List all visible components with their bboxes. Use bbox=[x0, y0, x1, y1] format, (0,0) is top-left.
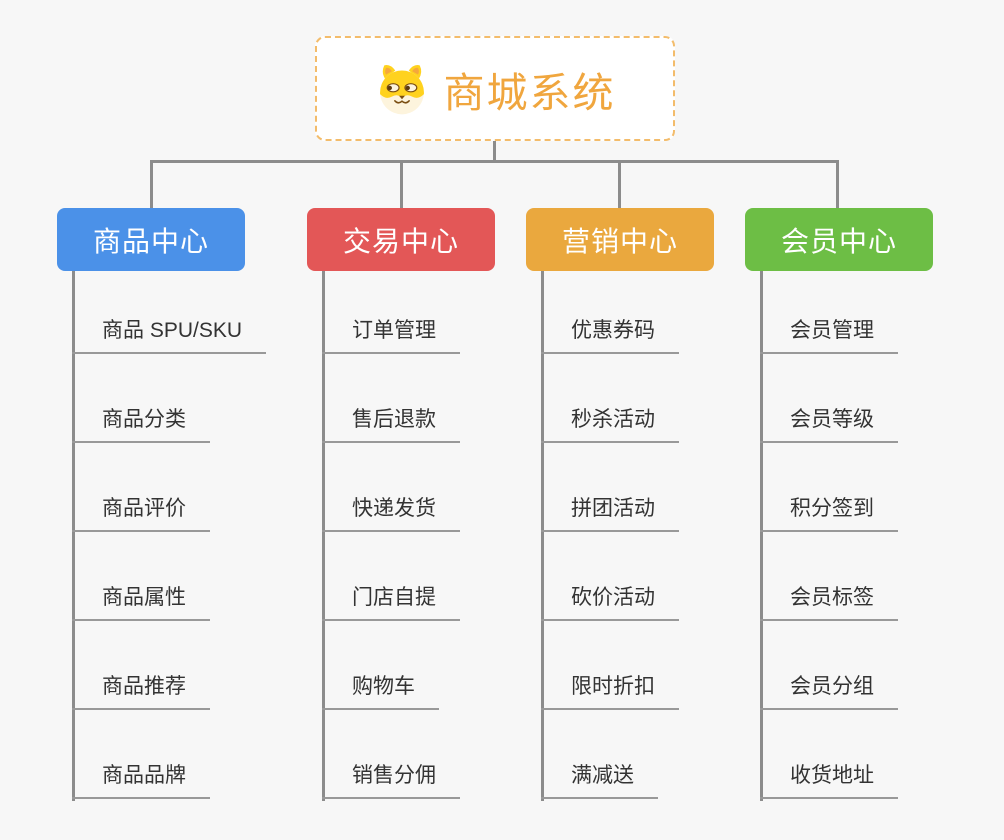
child-node[interactable]: 门店自提 bbox=[322, 582, 460, 621]
dog-face-icon bbox=[379, 64, 424, 114]
child-node[interactable]: 会员等级 bbox=[760, 404, 898, 443]
branch-label: 会员中心 bbox=[780, 225, 897, 257]
connector-rail-member bbox=[760, 271, 763, 801]
child-node[interactable]: 积分签到 bbox=[760, 493, 898, 532]
branch-label: 交易中心 bbox=[342, 225, 459, 257]
child-node[interactable]: 商品推荐 bbox=[72, 671, 210, 710]
child-node[interactable]: 满减送 bbox=[541, 760, 658, 799]
connector-root-stem bbox=[493, 141, 496, 162]
connector-drop-member bbox=[836, 163, 839, 208]
child-node[interactable]: 限时折扣 bbox=[541, 671, 679, 710]
connector-drop-trade bbox=[400, 163, 403, 208]
root-title: 商城系统 bbox=[443, 69, 616, 116]
child-node[interactable]: 商品属性 bbox=[72, 582, 210, 621]
child-node[interactable]: 收货地址 bbox=[760, 760, 898, 799]
child-node[interactable]: 商品 SPU/SKU bbox=[72, 315, 267, 354]
branch-column-member: 会员中心 会员管理 会员等级 积分签到 会员标签 会员分组 收货地址 bbox=[745, 208, 1004, 818]
branch-column-product: 商品中心 商品 SPU/SKU 商品分类 商品评价 商品属性 商品推荐 商品品牌 bbox=[57, 208, 317, 818]
connector-drop-marketing bbox=[618, 163, 621, 208]
child-node[interactable]: 商品品牌 bbox=[72, 760, 210, 799]
child-node[interactable]: 拼团活动 bbox=[541, 493, 679, 532]
child-node[interactable]: 商品分类 bbox=[72, 404, 210, 443]
branch-node-member[interactable]: 会员中心 bbox=[745, 208, 933, 271]
connector-drop-product bbox=[150, 163, 153, 208]
child-node[interactable]: 会员分组 bbox=[760, 671, 898, 710]
child-node[interactable]: 销售分佣 bbox=[322, 760, 460, 799]
child-node[interactable]: 购物车 bbox=[322, 671, 439, 710]
branch-label: 营销中心 bbox=[561, 225, 678, 257]
child-node[interactable]: 商品评价 bbox=[72, 493, 210, 532]
child-node[interactable]: 售后退款 bbox=[322, 404, 460, 443]
connector-rail-product bbox=[72, 271, 75, 801]
connector-rail-trade bbox=[322, 271, 325, 801]
branch-node-marketing[interactable]: 营销中心 bbox=[526, 208, 714, 271]
connector-rail-marketing bbox=[541, 271, 544, 801]
branch-column-marketing: 营销中心 优惠券码 秒杀活动 拼团活动 砍价活动 限时折扣 满减送 bbox=[526, 208, 786, 818]
child-node[interactable]: 砍价活动 bbox=[541, 582, 679, 621]
branch-column-trade: 交易中心 订单管理 售后退款 快递发货 门店自提 购物车 销售分佣 bbox=[307, 208, 567, 818]
root-node[interactable]: 商城系统 bbox=[315, 36, 675, 141]
child-node[interactable]: 会员标签 bbox=[760, 582, 898, 621]
child-node[interactable]: 快递发货 bbox=[322, 493, 460, 532]
child-node[interactable]: 优惠券码 bbox=[541, 315, 679, 354]
child-node[interactable]: 秒杀活动 bbox=[541, 404, 679, 443]
child-node[interactable]: 会员管理 bbox=[760, 315, 898, 354]
branch-label: 商品中心 bbox=[92, 225, 209, 257]
branch-node-trade[interactable]: 交易中心 bbox=[307, 208, 495, 271]
branch-node-product[interactable]: 商品中心 bbox=[57, 208, 245, 271]
connector-bus bbox=[150, 160, 839, 163]
child-node[interactable]: 订单管理 bbox=[322, 315, 460, 354]
